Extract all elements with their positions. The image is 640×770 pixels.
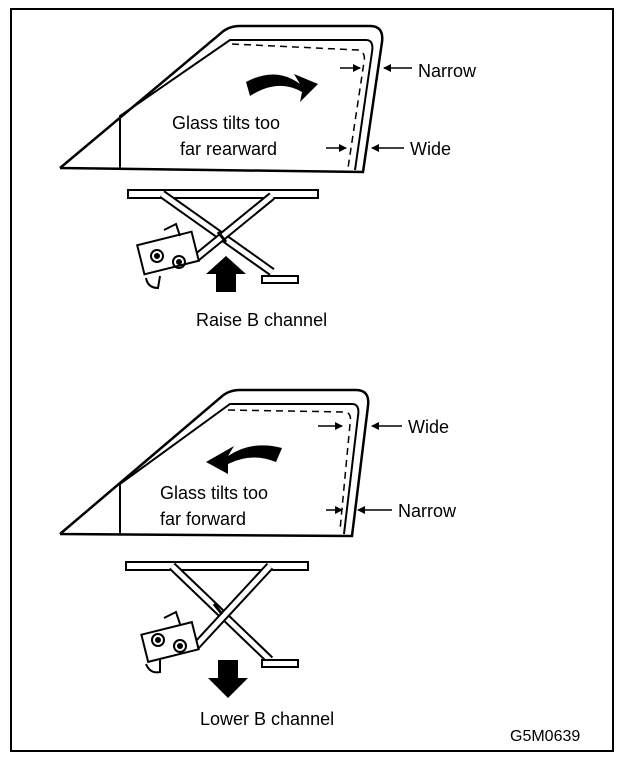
- figure-frame: [10, 8, 614, 752]
- top-window-regulator: [127, 189, 319, 290]
- bottom-glass-text-line2: far forward: [160, 509, 247, 529]
- lower-caption: Lower B channel: [200, 709, 335, 729]
- raise-caption: Raise B channel: [196, 310, 328, 330]
- top-wide-label: Wide: [410, 139, 452, 159]
- bottom-window-regulator: [125, 561, 309, 674]
- figure-code: G5M0639: [510, 728, 581, 745]
- bottom-narrow-label: Narrow: [398, 501, 457, 521]
- top-narrow-label: Narrow: [418, 61, 477, 81]
- top-glass-text-line1: Glass tilts too: [172, 113, 281, 133]
- bottom-window-frame: [59, 388, 370, 538]
- top-glass-outline-dashed: [231, 43, 366, 169]
- bottom-glass-outline-dashed: [227, 409, 352, 531]
- lower-arrow: [208, 660, 248, 698]
- bottom-rotation-arrow: [206, 445, 282, 474]
- bottom-wide-label: Wide: [408, 417, 450, 437]
- top-glass-text-line2: far rearward: [180, 139, 278, 159]
- raise-arrow: [206, 256, 246, 292]
- bottom-glass-text-line1: Glass tilts too: [160, 483, 269, 503]
- top-rotation-arrow: [246, 74, 318, 102]
- top-window-frame: [59, 24, 384, 174]
